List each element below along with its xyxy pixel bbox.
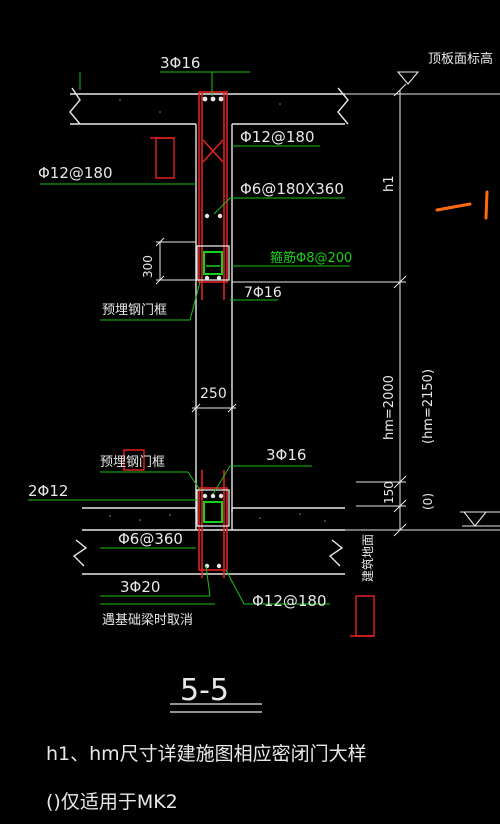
label-cancel-note: 遇基础梁时取消	[102, 613, 193, 628]
dim-150: 150	[382, 481, 396, 504]
orange-mark	[435, 190, 489, 220]
wall-rebar-cage	[198, 91, 228, 578]
label-floor: 建筑地面	[360, 534, 375, 582]
elevation-markers	[396, 71, 500, 527]
label-embed-frame-bottom: 预埋钢门框	[100, 455, 165, 470]
labels: 3Φ16 顶板面标高 Φ12@180 Φ12@180 Φ6@180X360 箍筋…	[28, 51, 493, 813]
slab-hatch	[109, 99, 326, 522]
dim-h1: h1	[382, 175, 397, 192]
label-left-bar: Φ12@180	[38, 164, 113, 182]
dim-hm: hm=2000	[382, 375, 397, 440]
label-stirrup: 箍筋Φ8@200	[270, 250, 352, 266]
label-embed-frame-top: 预埋钢门框	[102, 303, 167, 318]
leader-lines	[28, 71, 350, 605]
dim-300: 300	[141, 255, 155, 278]
label-tie: Φ6@180X360	[240, 180, 344, 198]
dim-250: 250	[200, 386, 227, 402]
label-bottom-phi12: Φ12@180	[252, 592, 327, 610]
dimension-lines	[155, 83, 407, 537]
top-beam-bars	[202, 96, 224, 102]
section-title: 5-5	[180, 673, 229, 708]
top-cage-bars	[204, 213, 223, 219]
label-bottom-3phi16: 3Φ16	[266, 446, 306, 464]
label-phi6-360: Φ6@360	[118, 530, 183, 548]
dim-hm-paren: (hm=2150)	[421, 369, 436, 444]
title-underline	[170, 703, 262, 713]
label-left-2phi12: 2Φ12	[28, 482, 68, 500]
dim-0: (0)	[421, 493, 435, 510]
embedded-frame-bottom	[196, 489, 230, 569]
floor-slab	[72, 507, 500, 575]
note-2: ()仅适用于MK2	[46, 791, 178, 813]
wall-outline	[195, 124, 233, 512]
label-beam-bars: 7Φ16	[244, 285, 282, 301]
label-wall-vert-bar: Φ12@180	[240, 128, 315, 146]
label-roof-elevation: 顶板面标高	[428, 51, 493, 67]
label-top-bars: 3Φ16	[160, 54, 200, 72]
embedded-frame-top	[196, 245, 230, 281]
red-markers	[123, 137, 375, 637]
label-bottom-3phi20: 3Φ20	[120, 578, 160, 596]
note-1: h1、hm尺寸详建施图相应密闭门大样	[46, 743, 367, 765]
roof-slab	[69, 87, 500, 125]
